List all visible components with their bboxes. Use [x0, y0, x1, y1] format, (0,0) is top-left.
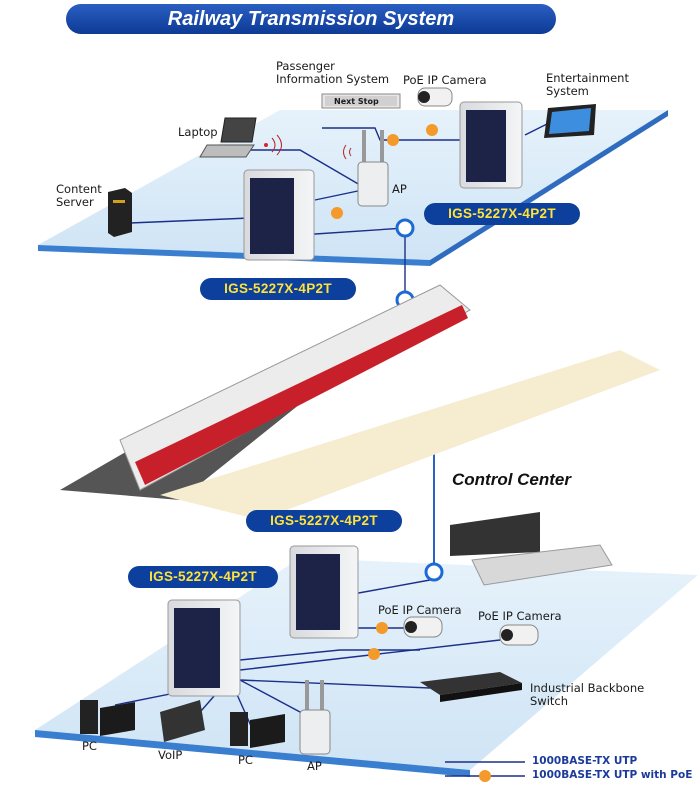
label-passenger-info: Passenger Information System	[276, 59, 390, 86]
pc-icon	[80, 700, 135, 736]
model-label-top-left: IGS-5227X-4P2T	[200, 278, 356, 300]
label-next-stop: Next Stop	[334, 97, 379, 106]
server-icon	[108, 188, 132, 237]
model-label-bottom-left: IGS-5227X-4P2T	[128, 566, 278, 588]
label-poe-camera-bottom-1: PoE IP Camera	[378, 603, 462, 617]
train-icon	[60, 284, 660, 520]
entertainment-screen-icon	[544, 104, 596, 138]
poe-badge	[387, 134, 399, 146]
diagram-title: Railway Transmission System	[66, 4, 556, 34]
legend-utp-poe-text: 1000BASE-TX UTP with PoE	[532, 769, 693, 781]
label-content-server: Content Server	[56, 182, 102, 209]
model-label-top-right: IGS-5227X-4P2T	[424, 203, 580, 225]
access-point-icon	[299, 680, 331, 755]
switch-icon	[459, 101, 523, 189]
legend	[445, 761, 525, 782]
poe-badge	[376, 622, 388, 634]
label-ap-top: AP	[392, 182, 407, 196]
poe-badge	[368, 648, 380, 660]
backbone-switch-icon	[420, 672, 522, 702]
voip-phone-icon	[160, 700, 205, 742]
label-ap-bottom: AP	[307, 759, 322, 773]
control-center-icon	[450, 512, 613, 586]
legend-utp-text: 1000BASE-TX UTP	[532, 755, 638, 767]
pc-icon	[230, 712, 285, 748]
control-center-title: Control Center	[452, 470, 571, 489]
link-rings	[395, 218, 444, 582]
poe-badge	[426, 124, 438, 136]
passenger-info-sign	[321, 93, 401, 109]
model-label-mid: IGS-5227X-4P2T	[246, 510, 402, 532]
label-pc-1: PC	[82, 739, 97, 753]
legend-poe-badge	[479, 770, 491, 782]
camera-icon	[403, 616, 443, 638]
access-point-icon	[343, 130, 389, 207]
label-voip: VoIP	[158, 748, 183, 762]
camera-icon	[499, 624, 539, 646]
poe-badge	[331, 207, 343, 219]
label-entertainment: Entertainment System	[546, 71, 629, 98]
label-industrial-switch: Industrial Backbone Switch	[530, 681, 645, 708]
switch-icon	[167, 599, 241, 697]
camera-icon	[417, 87, 453, 107]
switch-icon	[289, 545, 359, 639]
label-laptop: Laptop	[178, 125, 218, 139]
switch-icon	[243, 169, 315, 261]
label-poe-camera-bottom-2: PoE IP Camera	[478, 609, 562, 623]
label-poe-camera-top: PoE IP Camera	[403, 73, 487, 87]
laptop-icon	[199, 117, 282, 158]
poe-badges	[331, 124, 438, 660]
label-pc-2: PC	[238, 753, 253, 767]
